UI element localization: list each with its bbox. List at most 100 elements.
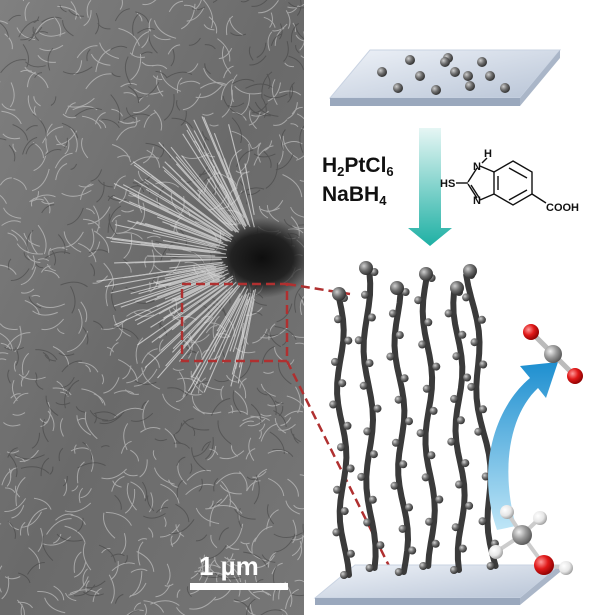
pt-nanoparticle <box>400 374 409 383</box>
sem-fiber <box>10 467 15 478</box>
sem-fan-fiber <box>230 295 254 387</box>
sem-fiber <box>45 395 59 417</box>
sem-fiber <box>5 487 16 494</box>
sem-fiber <box>264 140 273 151</box>
sem-fiber <box>110 553 125 557</box>
sem-fiber <box>59 4 67 13</box>
sem-fiber <box>274 326 297 340</box>
sem-fiber <box>291 593 304 597</box>
sem-fiber <box>4 576 21 580</box>
sem-fiber <box>98 544 116 563</box>
sem-fiber <box>290 206 304 218</box>
sem-fiber <box>100 445 110 448</box>
sem-fan-fiber <box>130 269 217 295</box>
sem-fiber <box>262 98 267 118</box>
sem-fiber <box>296 113 304 120</box>
pt-nanoparticle <box>359 381 368 390</box>
sem-fiber <box>148 31 158 54</box>
sem-fiber <box>130 449 139 462</box>
sem-fiber <box>95 48 112 73</box>
sem-fiber <box>70 514 86 525</box>
sem-fan-fiber <box>152 229 217 248</box>
sem-fiber <box>251 537 257 555</box>
sem-fiber <box>33 151 47 172</box>
sem-fan-fiber <box>222 292 250 364</box>
sem-fiber <box>290 123 299 128</box>
sem-fiber <box>65 592 77 602</box>
pt-nanowire <box>354 261 385 572</box>
sem-fiber <box>253 474 260 505</box>
sem-fiber <box>289 82 295 99</box>
sem-fiber <box>287 478 299 497</box>
sem-fiber <box>51 250 57 266</box>
sem-fiber <box>263 93 288 99</box>
sem-fiber <box>39 418 48 424</box>
sem-fiber <box>87 206 111 225</box>
sem-fiber <box>263 151 272 168</box>
sem-fiber <box>37 590 59 601</box>
pt-nanoparticle <box>394 395 403 404</box>
nanowire-stem <box>450 289 468 573</box>
pt-nanoparticle <box>463 373 472 382</box>
reagent-h2ptcl6: H2PtCl6 <box>322 154 394 184</box>
sem-fiber <box>75 406 86 413</box>
nanowire-stem <box>391 289 412 575</box>
sem-fiber <box>203 68 225 86</box>
sem-fan-fiber <box>175 278 220 302</box>
sem-fiber <box>102 411 125 422</box>
sem-fiber <box>263 371 274 374</box>
sem-fiber <box>82 568 88 586</box>
sem-fiber <box>107 195 115 202</box>
pt-nanoparticle <box>486 562 495 570</box>
nanowire-stem <box>463 272 499 569</box>
sem-fiber <box>230 74 238 103</box>
pt-nanoparticle <box>458 544 467 553</box>
sem-fiber <box>259 205 269 219</box>
sem-fiber <box>137 82 160 99</box>
sem-fiber <box>4 346 25 351</box>
sem-fiber <box>146 235 161 239</box>
sem-fiber <box>76 45 98 59</box>
sem-fan-fiber <box>183 292 232 347</box>
pt-nanoparticle <box>398 524 407 533</box>
sem-fiber <box>107 195 127 201</box>
sem-fiber <box>61 376 75 389</box>
sem-fiber <box>42 536 72 546</box>
sem-fiber <box>246 562 251 576</box>
sem-fiber <box>8 454 18 478</box>
sem-fiber <box>96 181 105 203</box>
sem-fiber <box>266 504 275 525</box>
sem-fiber <box>258 0 279 14</box>
sem-fiber <box>31 31 49 36</box>
sem-fiber <box>80 301 88 323</box>
nanowire-tip <box>419 267 433 281</box>
sem-fiber <box>153 20 177 39</box>
pt-nanoparticle <box>478 517 487 526</box>
pt-nanoparticle <box>340 571 348 579</box>
sem-fiber <box>221 480 231 508</box>
zoom-line-top <box>286 282 351 296</box>
sem-fiber <box>88 241 101 258</box>
sem-fiber <box>143 513 166 519</box>
sem-fiber <box>180 3 196 30</box>
sem-fiber <box>126 309 152 317</box>
sem-fiber <box>248 46 254 61</box>
pt-nanowire-array <box>329 261 499 579</box>
sem-fiber <box>88 228 95 252</box>
sem-fiber <box>245 607 257 615</box>
sem-fiber <box>78 308 83 334</box>
sem-fan-fiber <box>229 299 249 352</box>
sem-fiber <box>256 387 268 396</box>
sem-fiber <box>238 471 248 492</box>
sem-fiber <box>0 138 7 141</box>
sem-fiber <box>234 85 262 95</box>
sem-fiber <box>260 609 282 615</box>
sem-fiber <box>166 71 193 78</box>
sem-fiber <box>299 125 304 153</box>
sem-fiber <box>233 597 251 603</box>
sem-fiber <box>0 565 3 593</box>
sem-fiber <box>247 418 266 427</box>
sem-fiber <box>272 23 288 32</box>
sem-fiber <box>295 44 300 54</box>
sem-fiber <box>0 177 12 186</box>
